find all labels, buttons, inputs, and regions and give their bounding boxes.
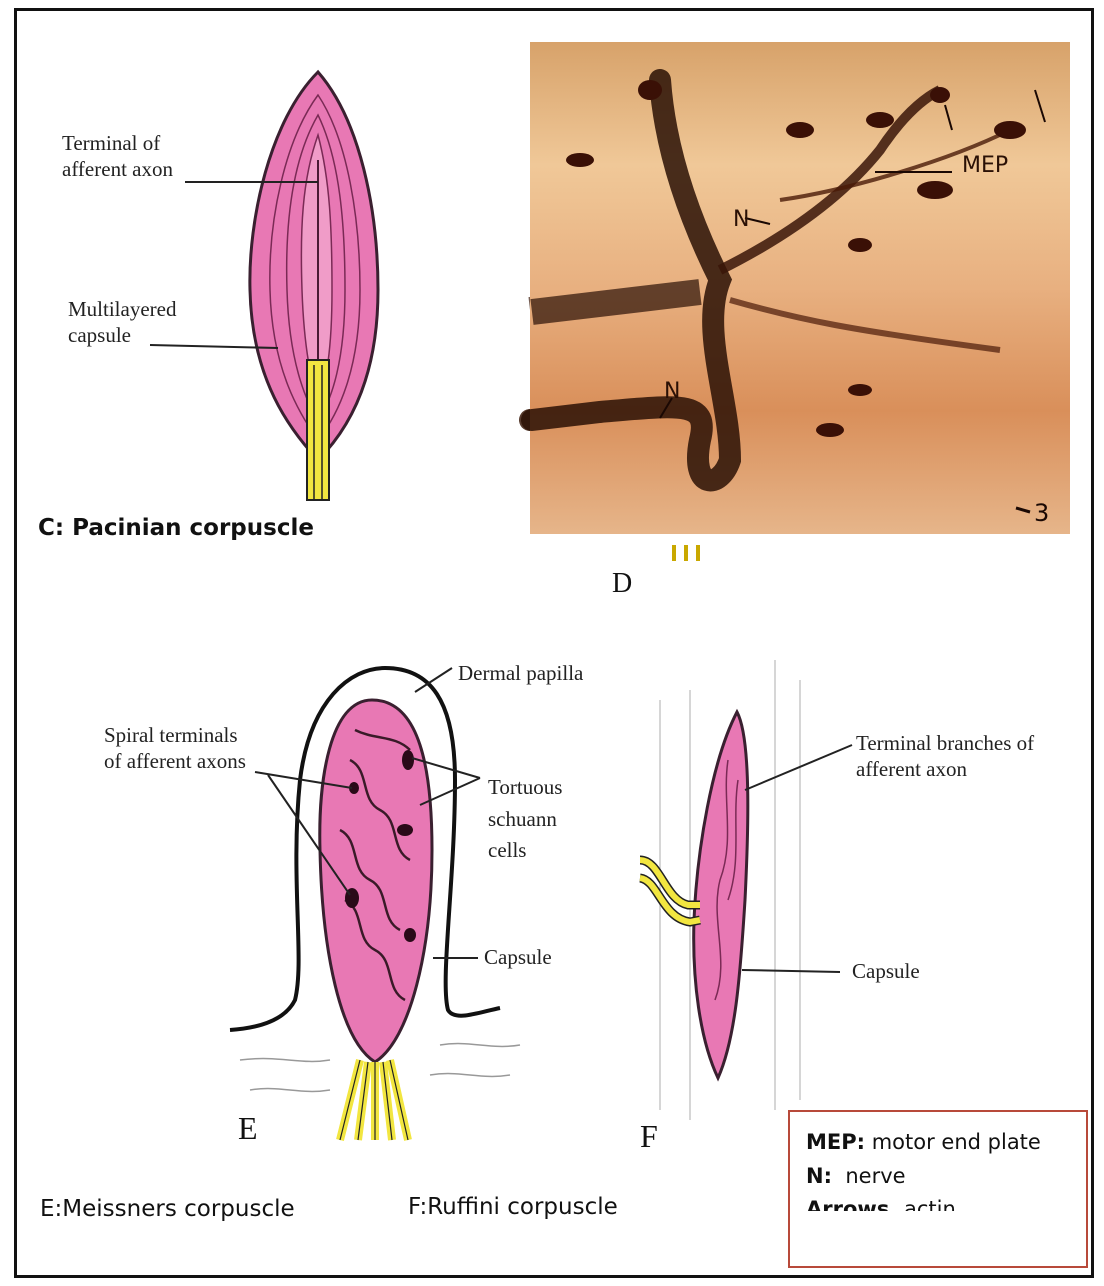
legend-nerve-value: nerve: [832, 1164, 906, 1188]
nerve-label-lower: N: [664, 378, 680, 406]
legend-mep: MEP: motor end plate: [806, 1126, 1070, 1160]
legend-arrows-value: actin: [897, 1197, 955, 1211]
micrograph-number: 3: [1034, 498, 1049, 528]
ruffini-capsule-label: Capsule: [852, 958, 920, 984]
pacinian-caption: C: Pacinian corpuscle: [38, 515, 314, 541]
multilayered-capsule-label: Multilayered capsule: [68, 296, 176, 349]
pacinian-caption-text: : Pacinian corpuscle: [55, 515, 314, 541]
tortuous-schwann-cells-label: Tortuous schuann cells: [488, 772, 562, 867]
legend-mep-key: MEP:: [806, 1130, 865, 1154]
terminal-afferent-axon-label: Terminal of afferent axon: [62, 130, 173, 183]
terminal-branches-label: Terminal branches of afferent axon: [856, 730, 1034, 783]
legend-arrows-key: Arrows.: [806, 1197, 897, 1211]
panel-e-letter: E: [238, 1110, 258, 1147]
legend-nerve: N: nerve: [806, 1160, 1070, 1194]
pacinian-caption-letter: C: [38, 515, 55, 541]
legend-mep-value: motor end plate: [865, 1130, 1041, 1154]
legend-nerve-key: N:: [806, 1164, 832, 1188]
meissner-capsule-label: Capsule: [484, 944, 552, 970]
ruffini-caption: F:Ruffini corpuscle: [408, 1194, 618, 1220]
mep-label: MEP: [962, 152, 1008, 180]
spiral-terminals-label: Spiral terminals of afferent axons: [104, 722, 246, 775]
panel-d-letter: D: [612, 568, 632, 600]
legend-box: MEP: motor end plate N: nerve Arrows. ac…: [788, 1110, 1088, 1268]
dermal-papilla-label: Dermal papilla: [458, 660, 583, 686]
legend-arrows: Arrows. actin: [806, 1193, 1070, 1211]
nerve-label-upper: N: [733, 206, 749, 234]
meissner-caption: E:Meissners corpuscle: [40, 1196, 295, 1222]
panel-f-letter: F: [640, 1118, 658, 1155]
